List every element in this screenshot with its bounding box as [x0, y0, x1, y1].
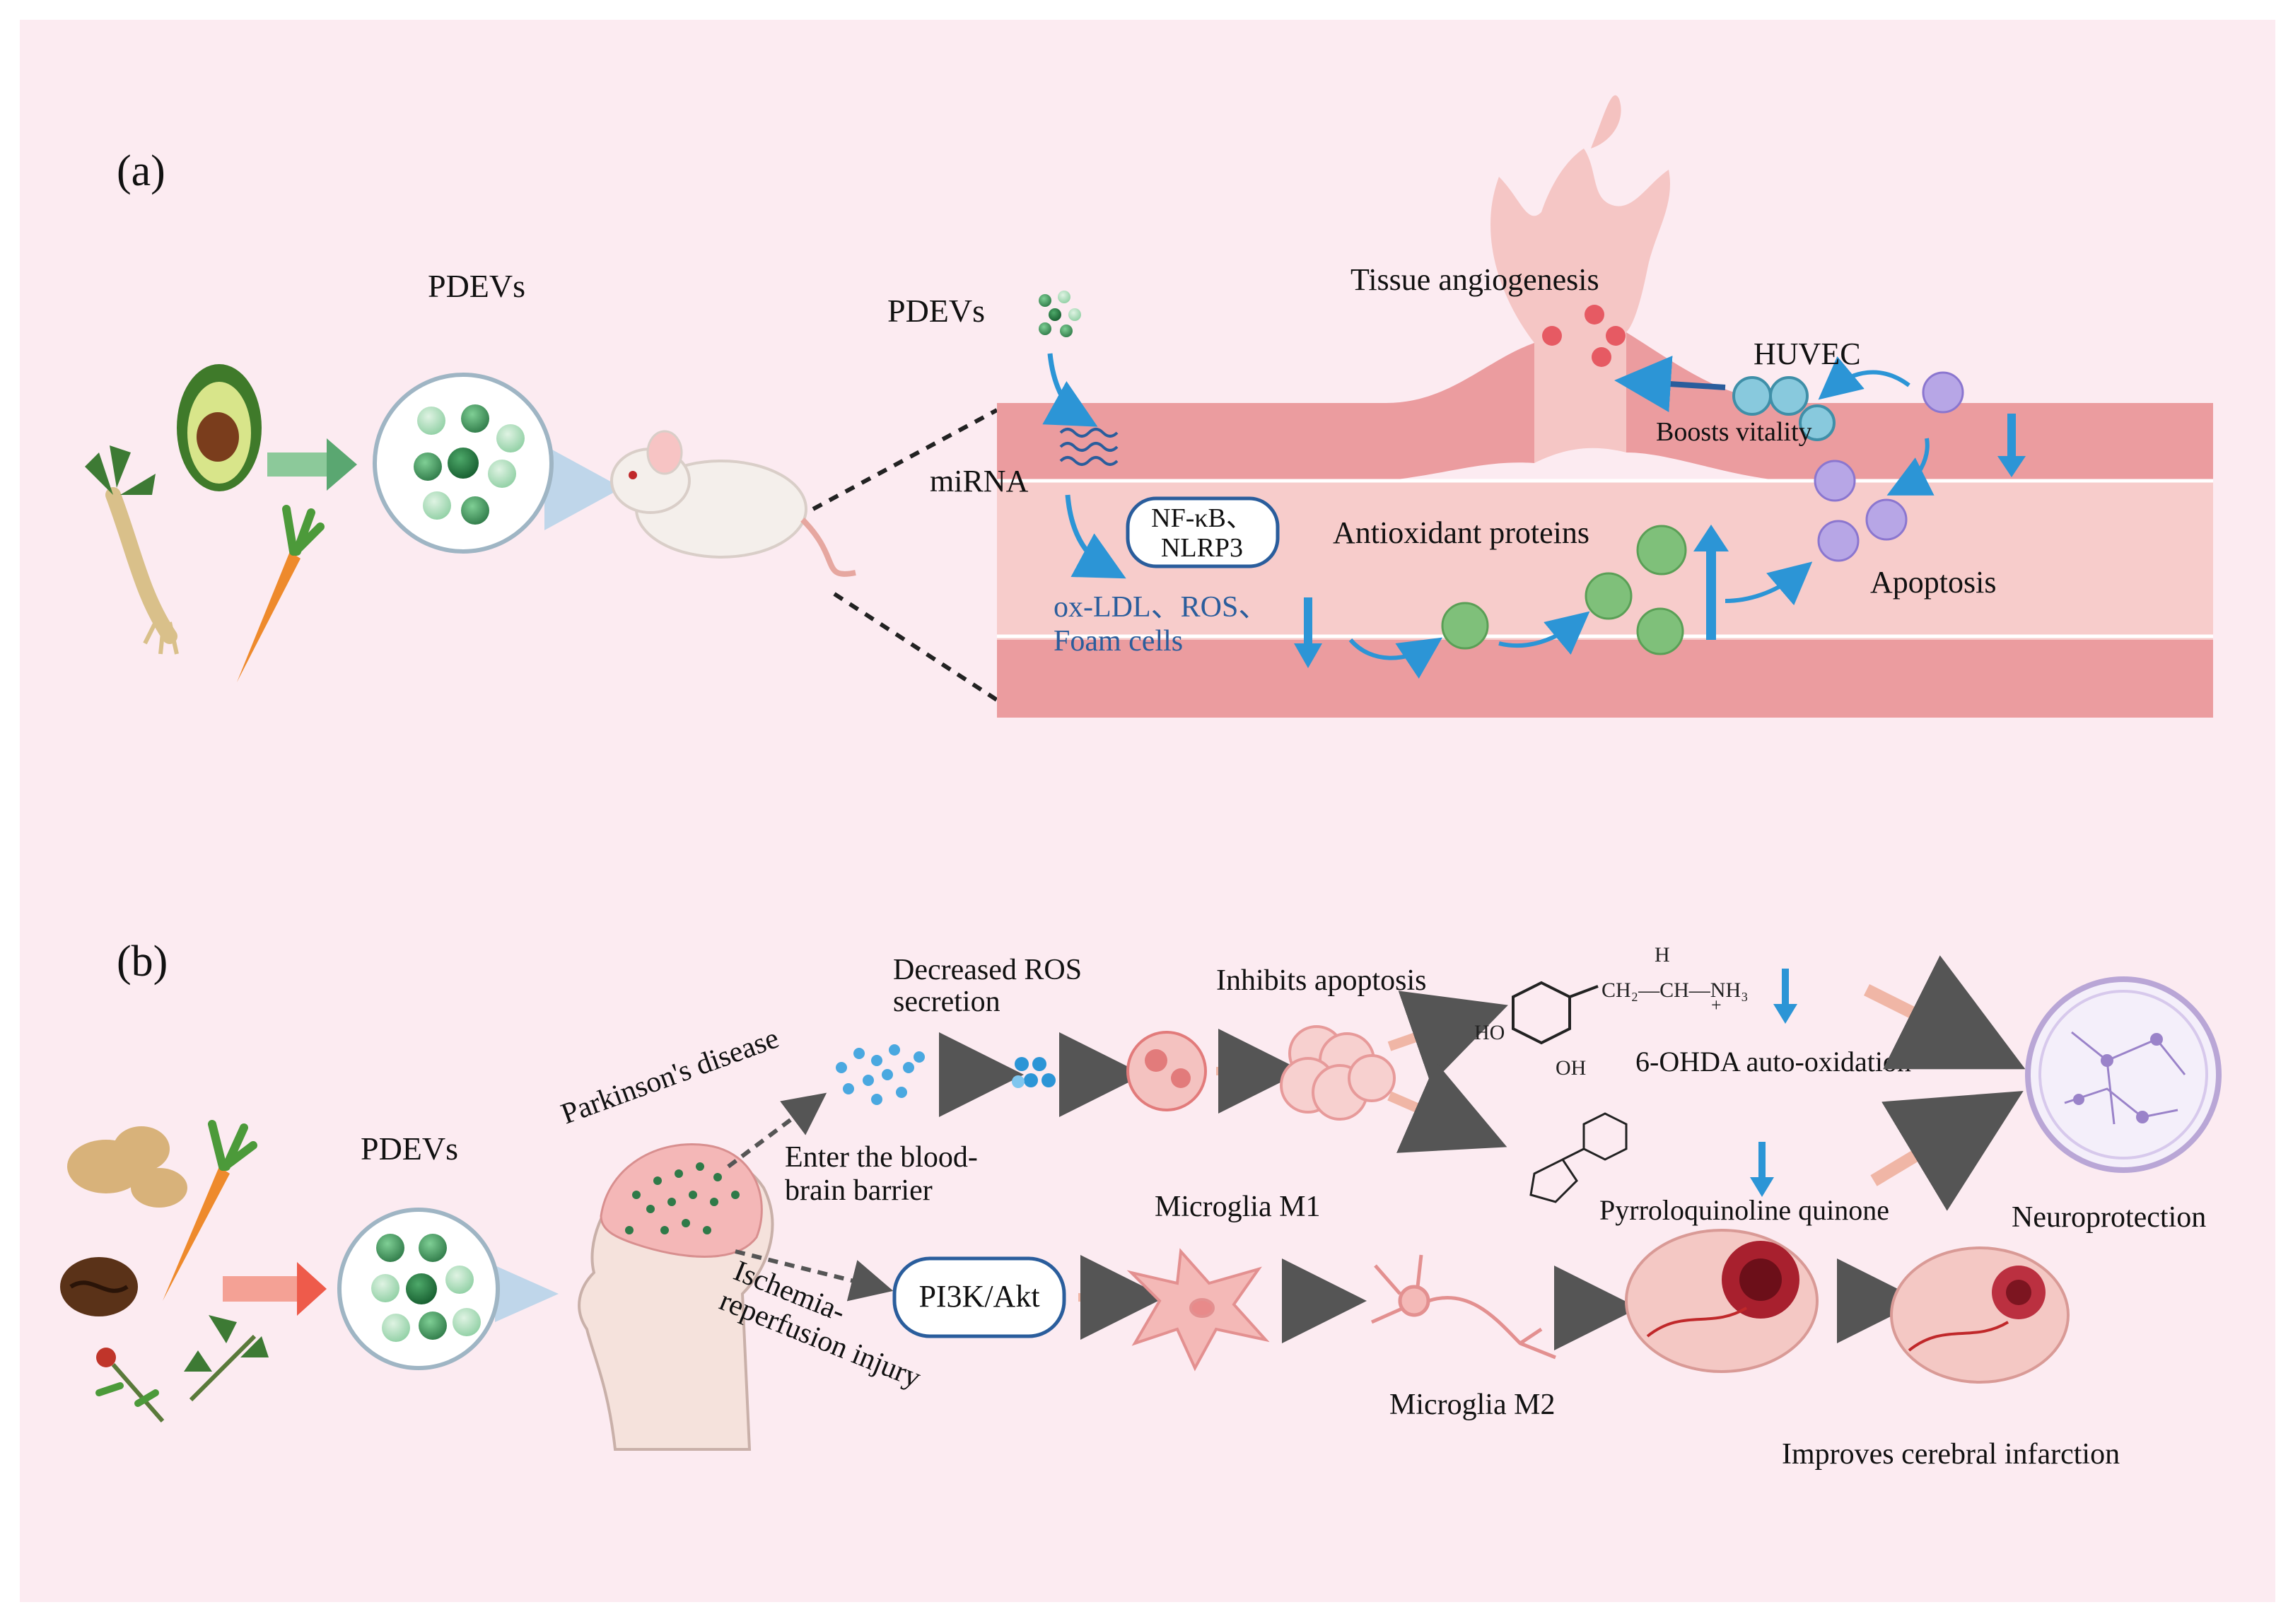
ohda-structure-icon — [1512, 981, 1599, 1045]
brain-ev-dots — [625, 1162, 740, 1234]
arrow-mirna-down — [1065, 494, 1126, 579]
pdevs-label-a: PDEVs — [428, 268, 525, 304]
boosts-vitality-label: Boosts vitality — [1656, 417, 1812, 447]
avocado-icon — [177, 364, 262, 491]
ox-ldl-label: ox-LDL、ROS、 — [1054, 591, 1268, 624]
cerebral-infarction-label: Improves cerebral infarction — [1782, 1438, 2120, 1471]
ginseng-icon — [85, 445, 179, 655]
pi3k-akt-box: PI3K/Akt — [892, 1256, 1066, 1338]
arrow-huvec-to-angiogenesis — [1614, 356, 1726, 412]
decrease-arrow-pqq — [1750, 1142, 1774, 1197]
apoptotic-cells-icon — [1814, 371, 1964, 562]
microglia-m2-icon — [1370, 1254, 1556, 1360]
arrow-apoptosis-up — [1886, 438, 1935, 496]
chem-ho: HO — [1474, 1021, 1505, 1044]
panel-b-label: (b) — [117, 937, 168, 986]
huvec-cells-icon — [1732, 376, 1836, 441]
decrease-arrow-apoptosis — [1997, 414, 2026, 477]
ginger-icon — [67, 1126, 187, 1208]
arrow-to-protein-2 — [1498, 611, 1590, 655]
arrow-pdevs-to-mirna — [1042, 353, 1098, 427]
carrot-icon — [237, 505, 325, 682]
arrow-to-huvec — [1818, 356, 1910, 400]
enter-bbb-line1: Enter the blood- — [785, 1141, 978, 1174]
pi3k-label: PI3K/Akt — [918, 1279, 1039, 1314]
chem-h: H — [1655, 943, 1670, 966]
decreased-ros-line2: secretion — [893, 986, 1000, 1018]
pdevs-cluster-small — [1039, 291, 1081, 337]
arrow-6ohda-to-neuro — [1863, 955, 2026, 1070]
microglia-m2-label: Microglia M2 — [1389, 1389, 1555, 1421]
mouse-icon — [610, 430, 856, 577]
decrease-arrow-foam — [1294, 597, 1322, 668]
enter-bbb-line2: brain barrier — [785, 1174, 933, 1207]
herb-icon — [95, 1315, 269, 1423]
pdevs-circle-a — [373, 373, 622, 554]
chem-chain: CH₂—CH—NH₃ — [1601, 979, 1749, 1002]
arrow-plants-to-pdevs-b — [223, 1262, 327, 1316]
nfkb-label: NF-κB、 — [1151, 503, 1253, 533]
pdevs-label-b: PDEVs — [361, 1131, 458, 1167]
nfkb-nlrp3-box: NF-κB、 NLRP3 — [1126, 496, 1280, 568]
antioxidant-protein-icons — [1441, 525, 1687, 655]
chem-oh: OH — [1556, 1056, 1586, 1080]
decreased-ros-line1: Decreased ROS — [893, 954, 1082, 986]
apoptosis-label: Apoptosis — [1870, 565, 1996, 600]
arrow-to-ros — [727, 1092, 827, 1169]
infarct-brain-improved-icon — [1890, 1246, 2070, 1384]
arrow-to-pqq — [1387, 1062, 1507, 1153]
increase-arrow-antioxidant — [1693, 525, 1729, 640]
ros-cluster-small-icon — [1012, 1057, 1056, 1088]
tissue-angiogenesis-label: Tissue angiogenesis — [1350, 262, 1599, 297]
neuroprotection-label: Neuroprotection — [2012, 1201, 2206, 1234]
pqq-structure-icon — [1529, 1112, 1628, 1203]
pdevs-circle-b — [337, 1208, 559, 1370]
panel-a-label: (a) — [117, 147, 165, 195]
decrease-arrow-6ohda — [1773, 969, 1797, 1024]
red-cells-angiogenesis — [1542, 305, 1626, 367]
infarct-brain-large-icon — [1625, 1229, 1819, 1373]
zoom-line-top — [812, 408, 998, 511]
coffee-bean-icon — [60, 1257, 138, 1316]
carrot-icon-b — [163, 1120, 257, 1301]
pqq-label: Pyrroloquinoline quinone — [1599, 1194, 1889, 1226]
healthy-cell-cluster-icon — [1280, 1025, 1396, 1121]
huvec-label: HUVEC — [1754, 337, 1861, 371]
inhibits-apoptosis-label: Inhibits apoptosis — [1216, 964, 1427, 997]
arrow-to-protein-1 — [1348, 637, 1442, 679]
pdevs-label-injected: PDEVs — [887, 293, 985, 329]
chem-plus: + — [1711, 995, 1722, 1015]
microglia-m1-icon — [1126, 1248, 1270, 1372]
foam-cells-label: Foam cells — [1054, 625, 1183, 658]
mirna-label: miRNA — [930, 464, 1029, 498]
arrow-plants-to-pdevs-a — [267, 438, 357, 491]
zoom-line-bottom — [833, 592, 998, 702]
arrow-to-apoptosis — [1725, 561, 1813, 606]
ros-dots-icon — [836, 1044, 925, 1105]
nlrp3-label: NLRP3 — [1161, 533, 1243, 563]
mirna-strands-icon — [1059, 428, 1119, 466]
ohda-label: 6-OHDA auto-oxidation — [1635, 1046, 1911, 1077]
arrow-to-6ohda — [1387, 991, 1508, 1085]
antioxidant-label: Antioxidant proteins — [1333, 515, 1589, 550]
arrow-to-pi3k — [735, 1249, 894, 1302]
damaged-cell-icon — [1126, 1031, 1207, 1111]
arrow-pqq-to-neuro — [1870, 1090, 2024, 1211]
microglia-m1-label: Microglia M1 — [1155, 1191, 1320, 1223]
neuron-dish-icon — [2025, 976, 2222, 1173]
